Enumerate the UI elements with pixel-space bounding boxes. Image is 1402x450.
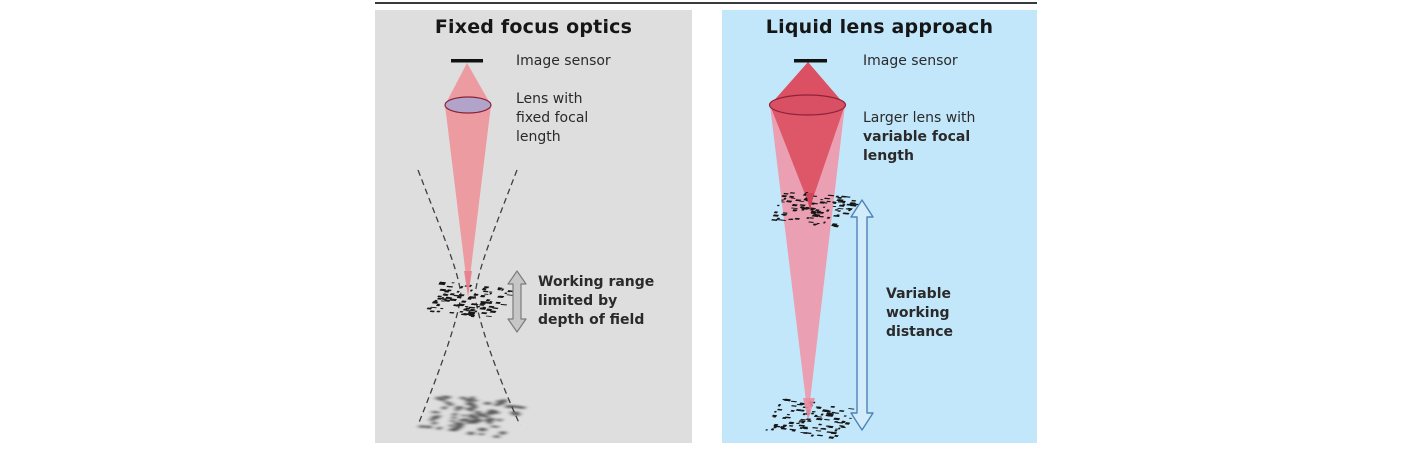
working-range-arrow [507, 270, 527, 333]
fixed-focus-diagram [417, 59, 527, 439]
image-sensor-bar [451, 59, 483, 63]
beam-tip-far [803, 398, 815, 420]
label-fixed-lens: Lens with fixed focal length [516, 91, 589, 145]
beam-tip-near [806, 193, 814, 211]
label-liquid-lens-bold: variable focal length [863, 129, 971, 164]
image-sensor-bar [794, 59, 827, 63]
panel-title-fixed: Fixed focus optics [434, 16, 633, 38]
liquid-lens [768, 94, 847, 116]
label-image-sensor-fixed: Image sensor [516, 53, 611, 69]
label-liquid-lens-regular: Larger lens with [863, 110, 976, 126]
top-border-line [375, 2, 1037, 4]
data-matrix-far [765, 398, 855, 439]
panel-title-liquid: Liquid lens approach [765, 16, 994, 38]
fixed-lens [444, 96, 492, 114]
panel-liquid-lens: Liquid lens approach Image sensor Larger… [722, 10, 1037, 443]
label-working-range: Working range limited by depth of field [538, 274, 655, 328]
panel-fixed-focus: Fixed focus optics Image sensor Lens wit… [375, 10, 692, 443]
beam-tip [464, 271, 472, 297]
liquid-lens-diagram [765, 59, 874, 439]
data-matrix-in-focus [426, 281, 514, 318]
variable-distance-arrow [850, 199, 874, 431]
fixed-light-cone [445, 63, 491, 293]
data-matrix-out-of-focus [418, 395, 526, 439]
liquid-upper-cone [770, 62, 845, 105]
data-matrix-near [771, 191, 859, 228]
liquid-far-cone [770, 105, 845, 418]
label-liquid-lens: Larger lens with variable focal length [863, 90, 975, 185]
label-image-sensor-liquid: Image sensor [863, 53, 958, 69]
depth-of-field-curve-left [417, 169, 462, 426]
liquid-near-cone [770, 105, 845, 207]
label-variable-distance: Variable working distance [886, 286, 954, 340]
